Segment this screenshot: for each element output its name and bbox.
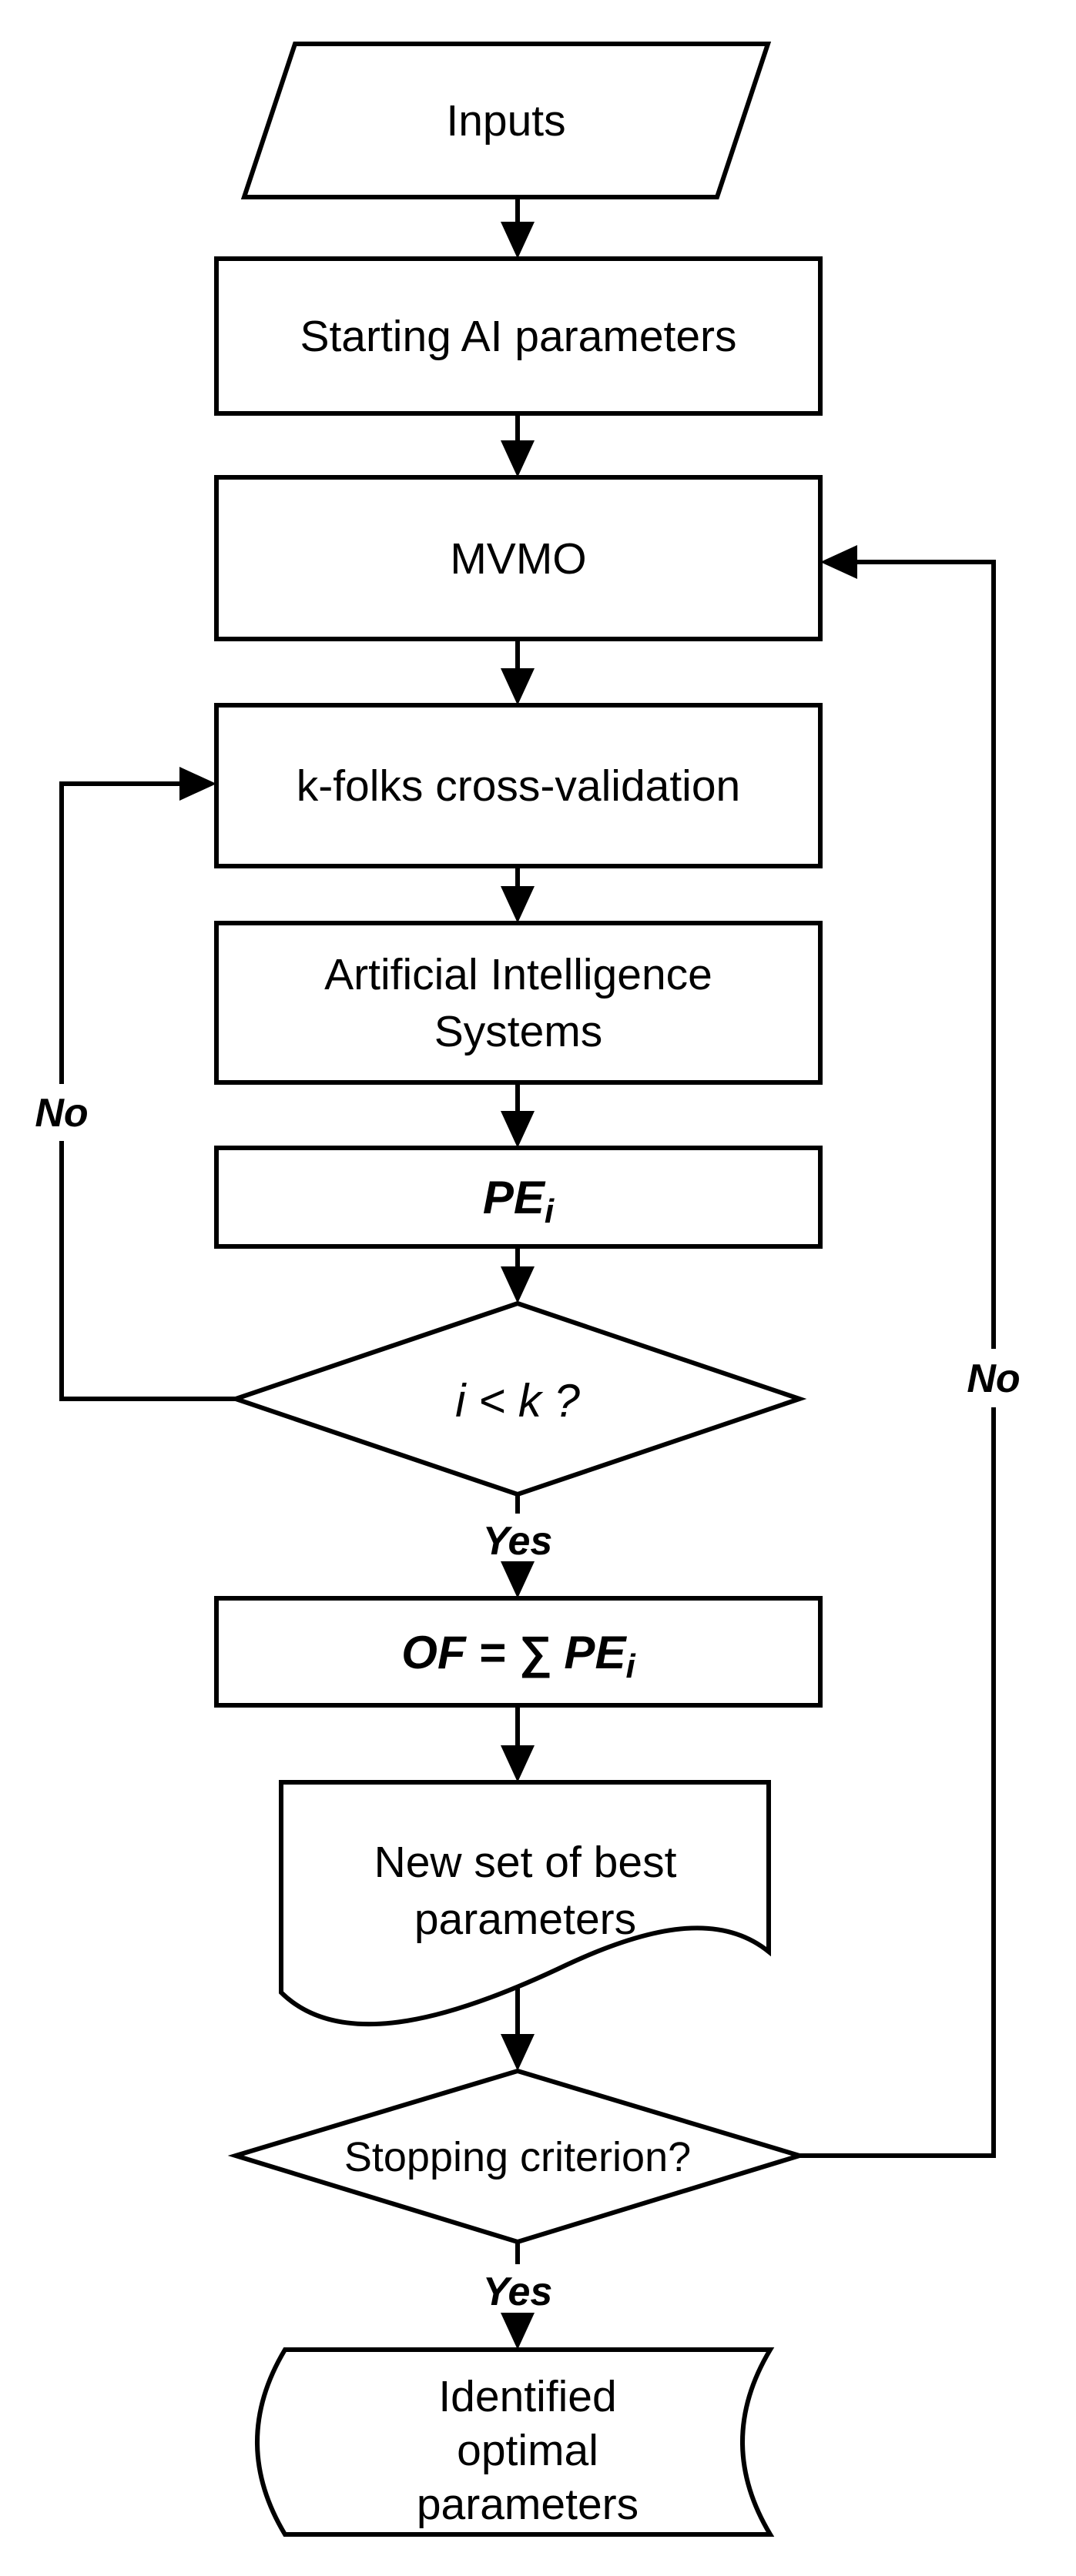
arrowhead-kfolds-to-ai xyxy=(501,886,535,923)
edge-label-yes-i-k: Yes xyxy=(483,1519,553,1564)
no-label-gap-left xyxy=(23,1084,100,1141)
node-ai-systems: Artificial Intelligence Systems xyxy=(214,921,823,1085)
node-objective-function: OF = ∑ PEi xyxy=(214,1596,823,1708)
stored-data-identified xyxy=(255,2347,775,2537)
parallelogram-inputs xyxy=(240,42,772,199)
node-kfolds-cross-validation: k-folks cross-validation xyxy=(214,703,823,868)
node-starting-params: Starting AI parameters xyxy=(214,256,823,416)
node-new-set-line2: parameters xyxy=(414,1895,636,1944)
node-pe-label: PEi xyxy=(483,1172,555,1230)
rect-starting-params xyxy=(214,256,823,416)
diamond-stopping-criterion xyxy=(227,2068,808,2245)
decision-stopping-criterion: Stopping criterion? xyxy=(227,2068,808,2245)
node-starting-params-label: Starting AI parameters xyxy=(300,312,736,361)
decision-i-less-k-label: i < k ? xyxy=(455,1375,580,1427)
arrowhead-starting-to-mvmo xyxy=(501,440,535,477)
arrowhead-no-left-into-kfolds xyxy=(179,767,216,801)
node-new-set-line1: New set of best xyxy=(374,1838,677,1887)
node-identified-line2: optimal xyxy=(457,2426,598,2475)
rect-mvmo xyxy=(214,475,823,641)
node-inputs: Inputs xyxy=(240,42,772,199)
rect-kfolds xyxy=(214,703,823,868)
edge-label-yes-stop: Yes xyxy=(483,2270,553,2314)
yes-label-gap-2 xyxy=(468,2264,567,2318)
node-ai-systems-line1: Artificial Intelligence xyxy=(324,950,712,999)
decision-stopping-label: Stopping criterion? xyxy=(344,2134,691,2180)
arrowhead-of-to-newset xyxy=(501,1745,535,1782)
arrowhead-pe-to-decision xyxy=(501,1266,535,1303)
edge-label-no-i-k: No xyxy=(35,1091,88,1136)
arrowhead-decision-to-of xyxy=(501,1561,535,1598)
decision-i-less-k: i < k ? xyxy=(228,1300,807,1497)
edge-label-no-stop: No xyxy=(967,1357,1020,1401)
node-new-set-document: New set of best parameters xyxy=(279,1780,771,2027)
node-pe: PEi xyxy=(214,1146,823,1249)
rect-objective xyxy=(214,1596,823,1708)
document-new-set xyxy=(279,1780,771,2027)
rect-ai-systems xyxy=(214,921,823,1085)
rect-pe xyxy=(214,1146,823,1249)
yes-label-gap-1 xyxy=(468,1514,567,1567)
node-identified-line1: Identified xyxy=(438,2372,616,2421)
node-ai-systems-line2: Systems xyxy=(434,1007,603,1056)
node-identified-params: Identified optimal parameters xyxy=(255,2347,775,2537)
arrowhead-mvmo-to-kfolds xyxy=(501,668,535,705)
node-kfolds-label: k-folks cross-validation xyxy=(297,761,741,811)
no-label-gap-right xyxy=(957,1349,1031,1407)
arrowhead-no-right-into-mvmo xyxy=(820,545,857,579)
node-mvmo-label: MVMO xyxy=(450,534,586,584)
node-objective-label: OF = ∑ PEi xyxy=(401,1627,635,1685)
arrowhead-stop-to-identified xyxy=(501,2313,535,2350)
node-mvmo: MVMO xyxy=(214,475,823,641)
arrowhead-ai-to-pe xyxy=(501,1111,535,1148)
diamond-i-less-k xyxy=(228,1300,807,1497)
node-identified-line3: parameters xyxy=(417,2480,639,2529)
arrowhead-newset-to-stop xyxy=(501,2034,535,2071)
arrowhead-inputs-to-starting xyxy=(501,222,535,259)
node-inputs-label: Inputs xyxy=(446,96,565,146)
